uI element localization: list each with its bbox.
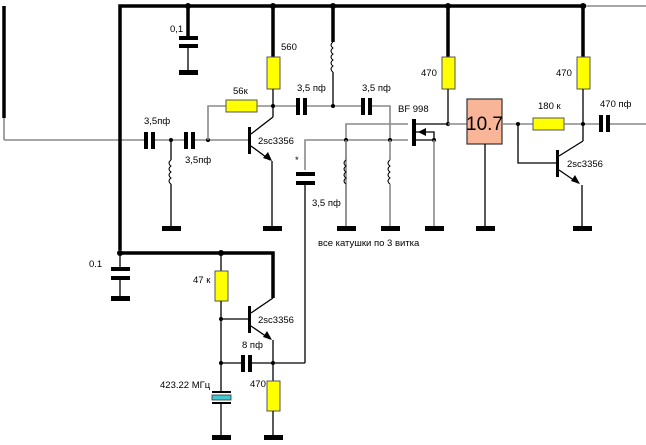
capacitor-lo-couple [296, 172, 315, 185]
label-c-feedback: 8 пф [242, 340, 263, 351]
label-c-in2: 3,5пф [185, 155, 211, 166]
label-filter: 10.7 [466, 114, 503, 135]
wire [372, 105, 391, 140]
label-c-supply-bottom: 0.1 [89, 259, 102, 270]
resistor-emitter-q3 [266, 380, 281, 412]
supply-rail [118, 4, 586, 250]
transistor-q2 [556, 124, 592, 231]
label-r-collector-q1: 560 [281, 42, 297, 53]
resistor-56k [225, 99, 258, 113]
junction [271, 361, 275, 365]
wire [304, 139, 408, 170]
ground-icon [476, 226, 495, 231]
transistor-q3 [248, 297, 274, 381]
capacitor-mixer-in [361, 98, 372, 115]
inductor-gate1 [337, 140, 356, 231]
label-mixer: BF 998 [398, 104, 429, 115]
label-r-bias-q3: 47 к [193, 275, 211, 286]
ground-icon [573, 226, 592, 231]
label-c-out: 470 пф [600, 99, 632, 110]
inductor-gate2 [381, 140, 400, 231]
inductor-input [162, 140, 181, 231]
ground-icon [337, 226, 356, 231]
capacitor-q1-out [296, 98, 307, 115]
capacitor-input-2 [184, 132, 195, 149]
label-c-in1: 3,5пф [144, 116, 170, 127]
capacitor-input-1 [144, 132, 155, 149]
capacitor-supply-top [179, 6, 198, 75]
label-c-q1-out: 3,5 пф [297, 83, 326, 94]
label-crystal: 423.22 МГц [160, 380, 211, 391]
wire [517, 124, 557, 164]
capacitor-supply-bottom [111, 253, 130, 301]
lo-supply-wire [120, 251, 275, 298]
ground-icon [212, 435, 231, 440]
crystal-resonator [211, 391, 232, 440]
transistor-q1 [248, 116, 282, 231]
ground-icon [111, 296, 130, 301]
ground-icon [179, 70, 198, 75]
resistor-560 [266, 56, 281, 90]
coil-note: все катушки по 3 витка [318, 238, 420, 249]
label-r-bias-q2: 180 к [538, 101, 561, 112]
ground-icon [263, 226, 282, 231]
label-c-supply-top: 0,1 [170, 24, 183, 35]
label-c-mixer-in: 3,5 пф [362, 83, 391, 94]
label-q1: 2sc3356 [258, 136, 294, 147]
resistor-mixer-drain [441, 56, 456, 90]
resistor-47k [214, 270, 229, 302]
label-q2: 2sc3356 [567, 159, 603, 170]
capacitor-feedback [241, 355, 252, 372]
mosfet-bf998 [412, 119, 448, 146]
label-q3: 2sc3356 [258, 315, 294, 326]
capacitor-output [599, 115, 610, 132]
ground-icon [425, 226, 444, 231]
inductor-q1-load [330, 6, 335, 106]
ground-icon [162, 226, 181, 231]
label-r-collector-q2: 470 [556, 68, 572, 79]
ground-icon [264, 435, 283, 440]
label-r-mixer-drain: 470 [421, 68, 437, 79]
wire [207, 105, 226, 140]
label-c-lo-mark: * [295, 155, 299, 166]
resistor-180k [532, 117, 565, 131]
resistor-collector-q2 [576, 56, 591, 90]
label-r-emitter-q3: 470 [250, 379, 266, 390]
label-c-lo-couple: 3,5 пф [312, 198, 341, 209]
ground-icon [381, 226, 400, 231]
label-r-bias-q1: 56к [233, 86, 249, 97]
filter-10-7 [466, 98, 503, 145]
